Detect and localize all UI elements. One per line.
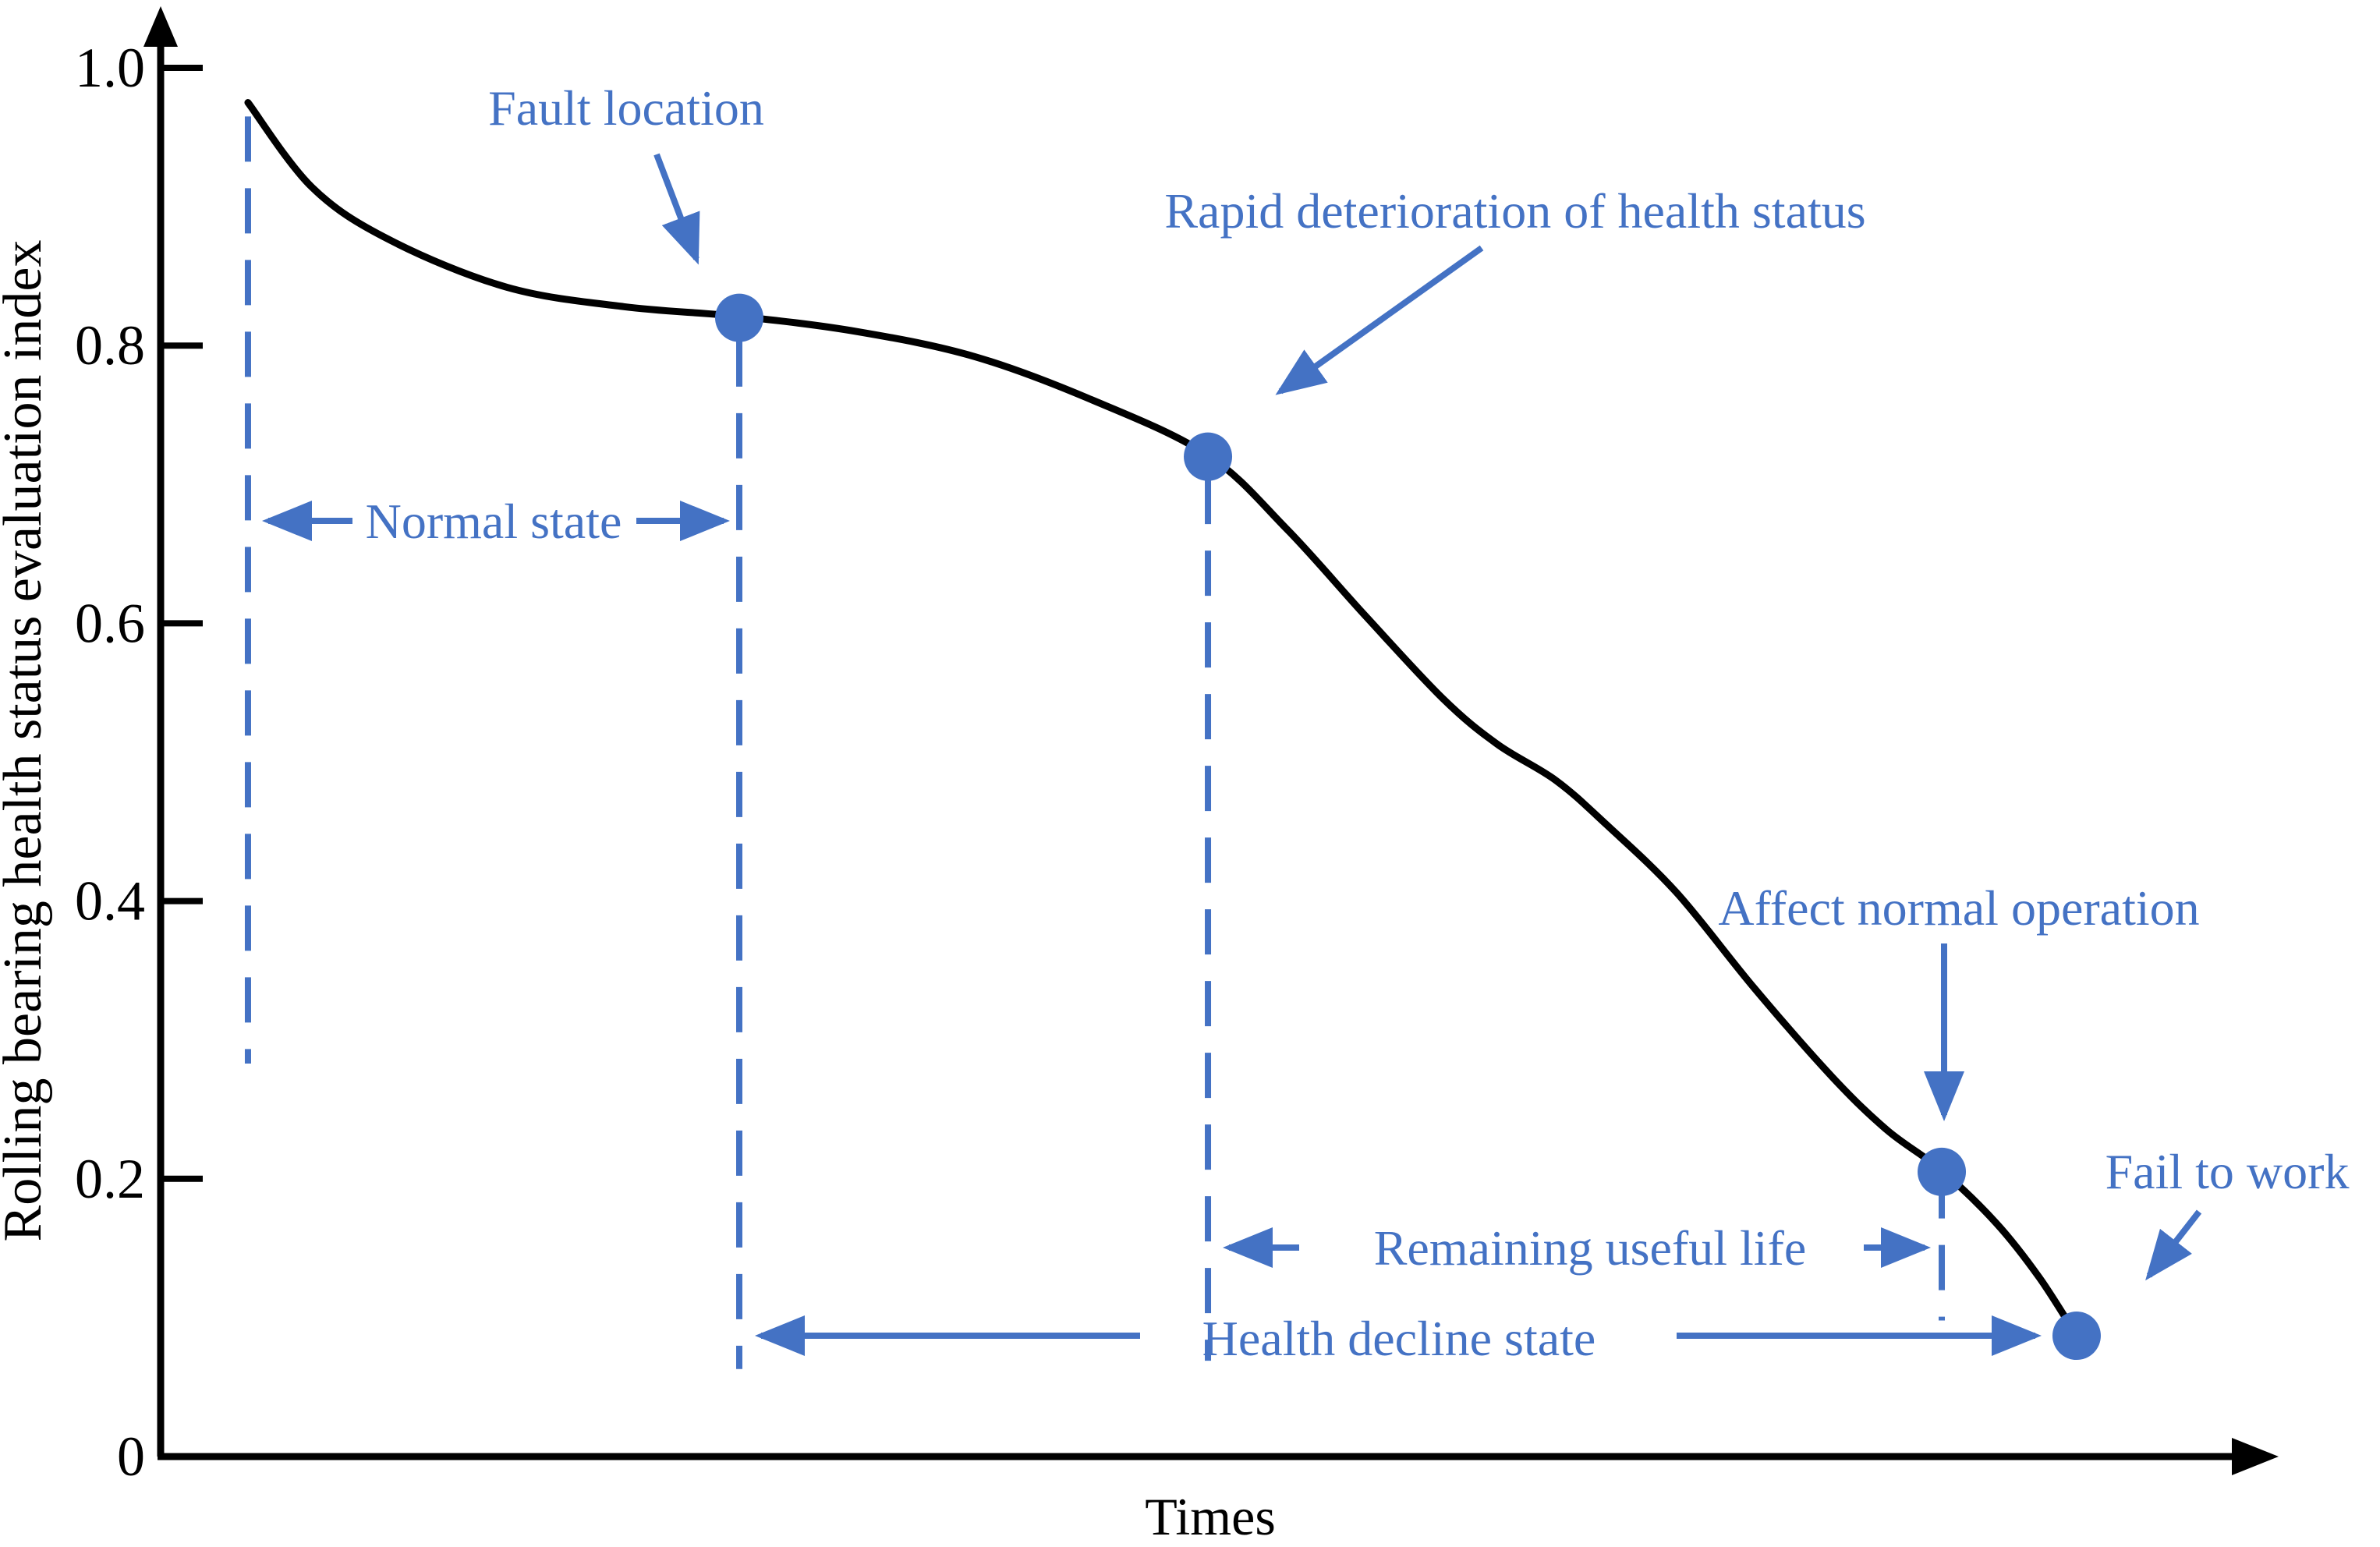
- x-axis-arrowhead-icon: [2232, 1438, 2279, 1475]
- data-point-fault-location: [715, 293, 764, 342]
- remaining-useful-life-label: Remaining useful life: [1374, 1220, 1807, 1276]
- fault-location-arrow-icon: [653, 153, 700, 265]
- y-tick-label: 1.0: [75, 37, 145, 99]
- rapid-deterioration-label: Rapid deterioration of health status: [1164, 183, 1865, 239]
- key-data-points: [715, 293, 2101, 1361]
- data-point-affect-normal-operation: [1918, 1147, 1967, 1196]
- y-tick-label: 0.2: [75, 1148, 145, 1210]
- x-axis-title: Times: [1145, 1487, 1276, 1546]
- normal-state-label: Normal state: [366, 494, 622, 549]
- data-point-rapid-deterioration-of-health-status: [1184, 432, 1233, 481]
- y-tick-label: 0.6: [75, 592, 145, 654]
- axes: 1.0 0.8 0.6 0.4 0.2 0: [75, 6, 2279, 1488]
- fail-to-work-label: Fail to work: [2106, 1144, 2350, 1199]
- rapid-deterioration-arrow-icon: [1275, 245, 1484, 395]
- fault-location-label: Fault location: [488, 80, 764, 136]
- health-index-curve: [244, 99, 2081, 1340]
- y-axis-arrowhead-icon: [143, 6, 178, 47]
- y-axis-title: Rolling bearing health status evaluation…: [0, 240, 53, 1242]
- y-tick-label: 0: [117, 1425, 145, 1488]
- annotations: Fault location Rapid deterioration of he…: [262, 80, 2350, 1366]
- affect-normal-operation-label: Affect normal operation: [1718, 880, 2199, 936]
- y-tick-label: 0.8: [75, 314, 145, 377]
- fail-to-work-arrow-icon: [2145, 1209, 2202, 1281]
- data-point-fail-to-work: [2052, 1312, 2101, 1361]
- health-decline-state-label: Health decline state: [1202, 1311, 1596, 1366]
- dashed-guides: [244, 116, 1946, 1369]
- y-tick-label: 0.4: [75, 870, 145, 933]
- y-axis-ticks: 1.0 0.8 0.6 0.4 0.2 0: [75, 37, 203, 1488]
